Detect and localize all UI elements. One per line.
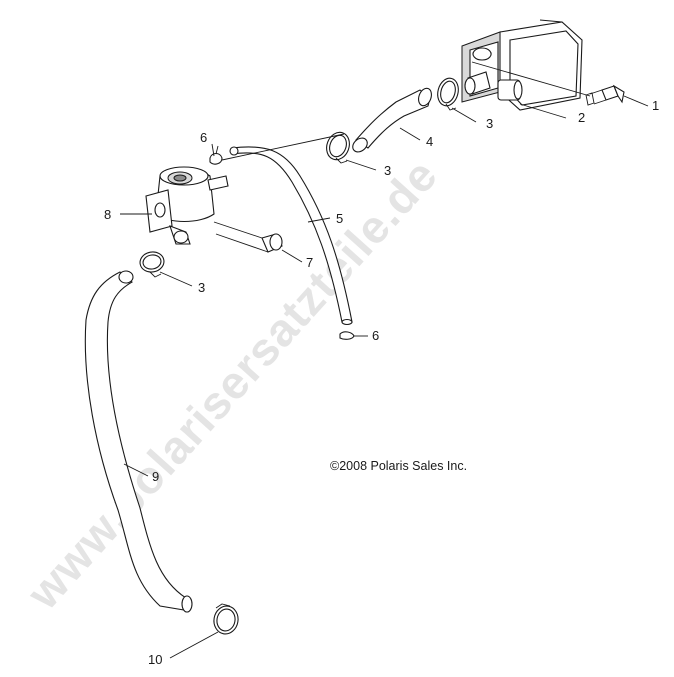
hose-clamp-part-3-middle (326, 131, 350, 164)
short-hose-part-4 (352, 87, 432, 153)
callout-6-bottom: 6 (372, 328, 379, 343)
long-hose-part-9 (84, 270, 193, 613)
callout-7: 7 (306, 255, 313, 270)
callout-4: 4 (426, 134, 433, 149)
watermark-text: www.polarisersatzteile.de (16, 149, 447, 620)
hose-clamp-part-3-lower (139, 251, 165, 278)
hose-clip-part-6-bottom (339, 331, 355, 340)
callout-3-middle: 3 (384, 163, 391, 178)
bolt-part-7 (213, 221, 283, 253)
callout-1: 1 (652, 98, 659, 113)
callout-2: 2 (578, 110, 585, 125)
air-box-housing (461, 19, 583, 111)
callout-9: 9 (152, 469, 159, 484)
bolt-part-1 (585, 84, 625, 106)
hose-clamp-part-10 (213, 603, 239, 635)
valve-assembly-part-8 (145, 166, 229, 245)
callout-6-top: 6 (200, 130, 207, 145)
long-hose-part-5 (229, 146, 353, 326)
callout-3-lower: 3 (198, 280, 205, 295)
leader-lines (120, 61, 649, 659)
callout-8: 8 (104, 207, 111, 222)
callout-10: 10 (148, 652, 162, 667)
callout-5: 5 (336, 211, 343, 226)
hose-clamp-part-3-top (437, 77, 459, 111)
callout-3-top: 3 (486, 116, 493, 131)
hose-clip-part-6-top (209, 145, 223, 165)
copyright-notice: ©2008 Polaris Sales Inc. (330, 459, 467, 473)
